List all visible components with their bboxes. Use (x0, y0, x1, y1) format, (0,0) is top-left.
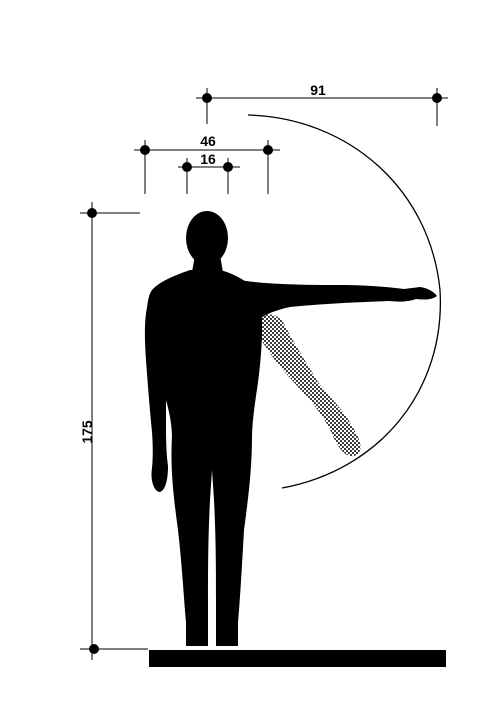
shoulder-right-node (263, 145, 273, 155)
stature-top-node (87, 208, 97, 218)
head-width-label: 16 (200, 151, 216, 167)
hanging-arm (144, 292, 170, 492)
legs (171, 436, 252, 646)
lowered-arm-ghost (254, 314, 361, 457)
stature-bottom-node (89, 644, 99, 654)
shoulder-width-label: 46 (200, 133, 216, 149)
reach-dimension: 91 (196, 82, 448, 126)
reach-right-node (432, 93, 442, 103)
reach-arc (247, 114, 441, 489)
head-right-node (223, 162, 233, 172)
raised-arm (240, 280, 437, 320)
head-left-node (182, 162, 192, 172)
shoulder-width-dimension: 46 (134, 133, 280, 194)
stature-dimension: 175 (79, 202, 148, 660)
head-width-dimension: 16 (178, 151, 240, 194)
shoulder-left-node (140, 145, 150, 155)
torso (146, 270, 262, 440)
reach-left-node (202, 93, 212, 103)
reach-label: 91 (310, 82, 326, 98)
human-figure (144, 211, 437, 646)
floor-bar (149, 650, 446, 667)
stature-label: 175 (79, 420, 95, 444)
head (186, 211, 228, 265)
